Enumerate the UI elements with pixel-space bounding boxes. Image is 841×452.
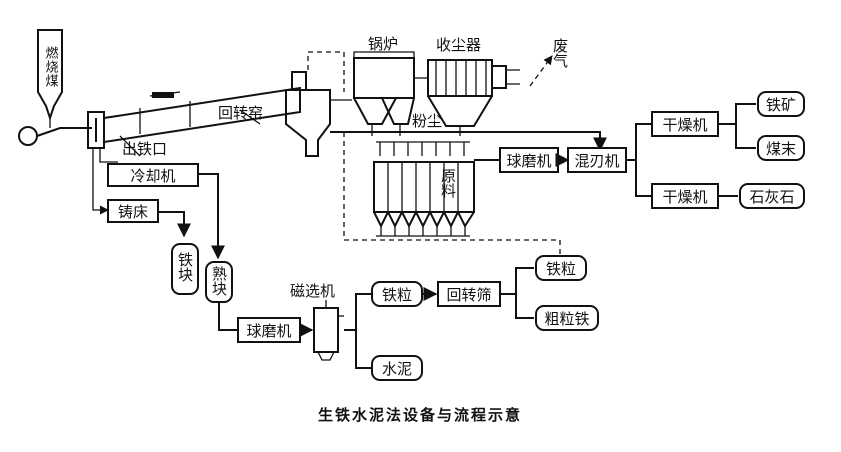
limestone-label: 石灰石	[749, 188, 794, 206]
dryer-2-box	[651, 183, 719, 209]
boiler-label: 锅炉	[368, 35, 398, 53]
dust-return-line	[330, 131, 607, 152]
dryer-1-label: 干燥机	[662, 116, 707, 134]
kiln-head	[87, 111, 118, 215]
dryer-1-box	[651, 111, 719, 137]
coarse-iron-box	[535, 305, 599, 331]
mixer-box	[567, 147, 627, 173]
dust-collector-label: 收尘器	[436, 36, 481, 54]
blower-icon	[18, 118, 92, 146]
diagram-caption: 生铁水泥法设备与流程示意	[318, 406, 522, 424]
iron-grain-out-label: 铁粒	[546, 260, 576, 278]
feed-bin-label: 原料	[439, 168, 457, 198]
feed-return-line	[343, 132, 561, 256]
rotary-kiln-label: 回转窑	[218, 104, 263, 122]
coal-powder-box	[757, 135, 805, 161]
coal-powder-label: 煤末	[766, 140, 796, 158]
kiln-tail-chamber	[285, 51, 352, 157]
casting-bed-label: 铸床	[118, 203, 148, 221]
iron-grain-label: 铁粒	[382, 286, 412, 304]
ball-mill-1-box	[237, 317, 301, 343]
mixer-label: 混刃机	[574, 152, 619, 170]
magnetic-separator-label: 磁选机	[290, 282, 335, 300]
ball-mill-2-label: 球磨机	[506, 152, 551, 170]
clinker-block-label: 熟块	[210, 266, 228, 296]
boiler	[353, 51, 415, 136]
iron-ore-box	[757, 91, 805, 117]
limestone-box	[739, 183, 805, 209]
magnetic-separator	[313, 300, 344, 361]
iron-grain-out-box	[535, 255, 587, 281]
coal-hopper: 燃烧煤	[37, 29, 63, 122]
exhaust-arrow	[529, 55, 553, 87]
iron-block-box	[171, 243, 199, 295]
rotary-kiln	[103, 86, 301, 157]
feed-bins	[373, 141, 500, 237]
dust-collector	[414, 59, 520, 136]
ball-mill-1-label: 球磨机	[246, 322, 291, 340]
exhaust-gas-label: 废气	[551, 38, 569, 68]
dust-label: 粉尘	[412, 112, 442, 130]
fuel-coal-label: 燃烧煤	[43, 45, 59, 88]
iron-ore-label: 铁矿	[766, 96, 796, 114]
tap-hole-label: 出铁口	[122, 140, 167, 158]
iron-block-label: 铁块	[176, 252, 194, 282]
cooler-label: 冷却机	[130, 167, 175, 185]
rotary-screen-label: 回转筛	[446, 286, 491, 304]
coarse-iron-label: 粗粒铁	[544, 310, 589, 328]
dryer-2-label: 干燥机	[662, 188, 707, 206]
cement-box	[371, 355, 423, 381]
cement-label: 水泥	[382, 360, 412, 378]
